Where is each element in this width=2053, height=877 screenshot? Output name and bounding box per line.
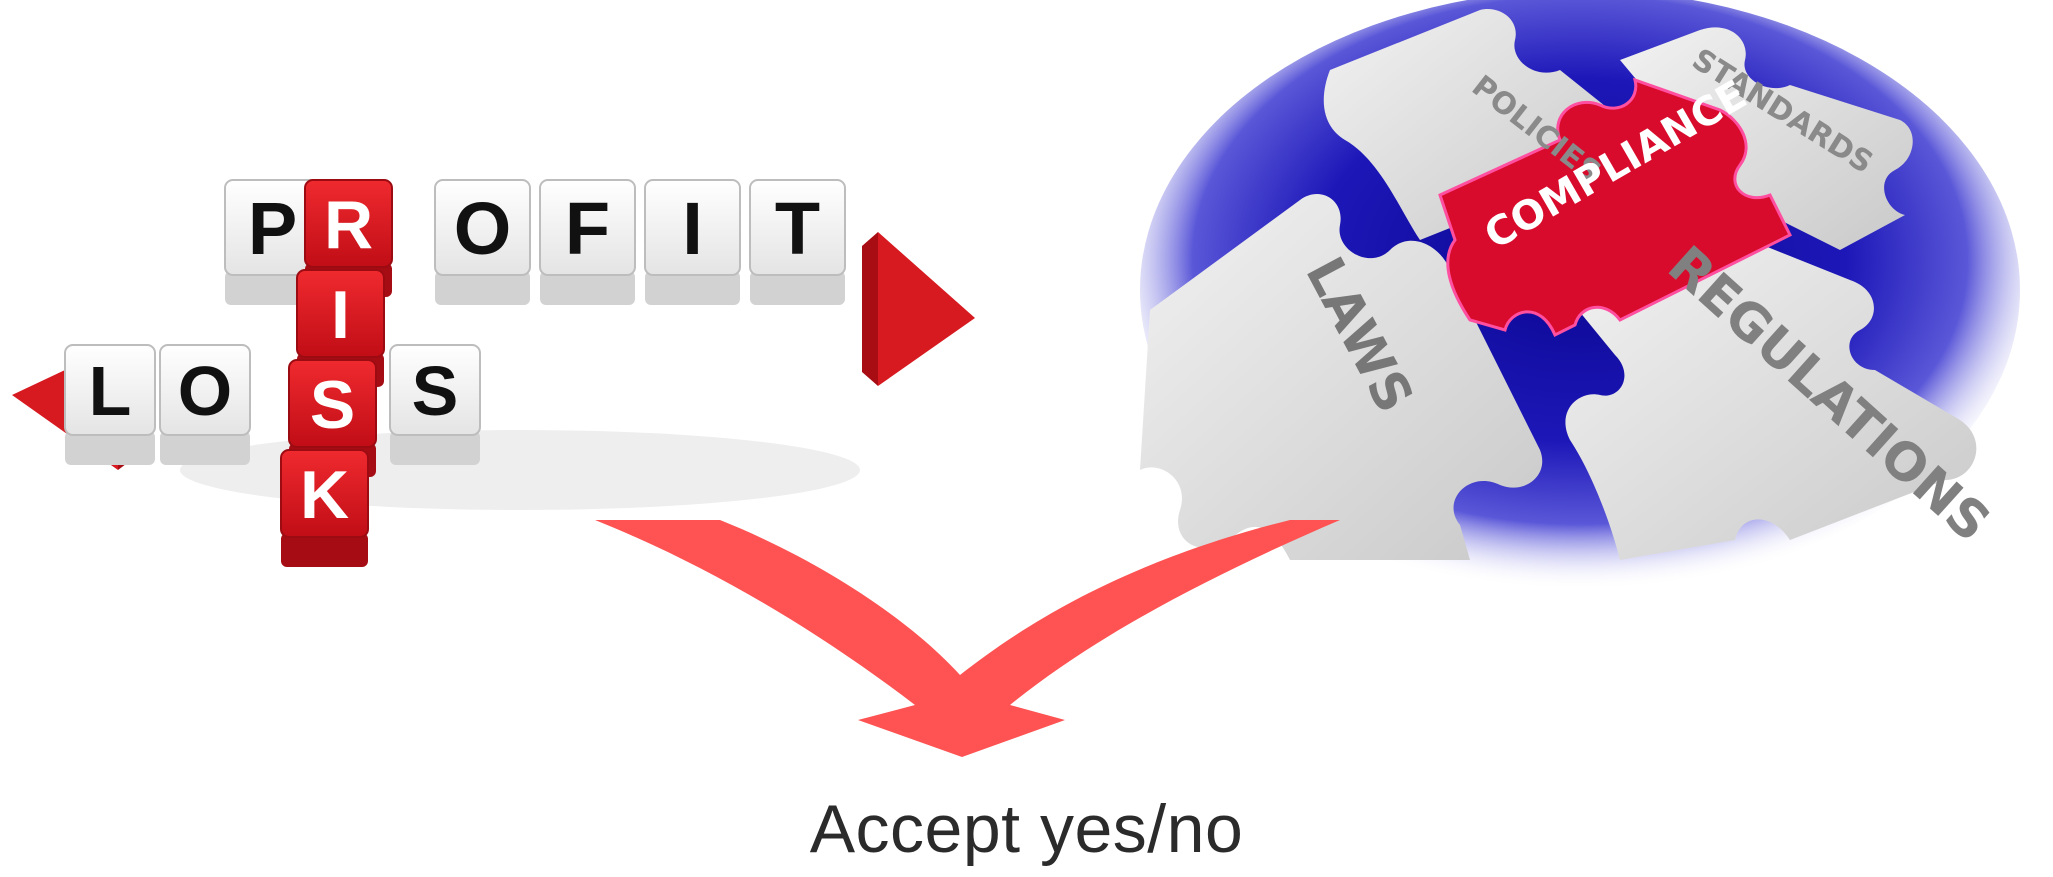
loss-cube-o-1: O bbox=[159, 344, 251, 465]
loss-cube-l-0-letter: L bbox=[89, 352, 132, 430]
profit-cube-i: I bbox=[644, 179, 741, 305]
profit-cube-o: O bbox=[434, 179, 531, 305]
standards-piece bbox=[1620, 27, 1913, 251]
risk-cube-k-letter: K bbox=[300, 457, 349, 533]
profit-cube-p-letter: P bbox=[248, 187, 297, 270]
risk-cube-s-letter: S bbox=[310, 367, 355, 443]
laws-piece bbox=[1140, 194, 1543, 560]
loss-cube-l-0: L bbox=[64, 344, 156, 465]
loss-cube-s-3-letter: S bbox=[412, 352, 459, 430]
compliance-piece bbox=[1438, 77, 1793, 338]
policies-piece bbox=[1323, 9, 1610, 240]
loss-cube-o-1-letter: O bbox=[178, 352, 232, 430]
profit-cube-i-letter: I bbox=[682, 187, 703, 270]
profit-cube-f-letter: F bbox=[565, 187, 610, 270]
profit-arrow-icon bbox=[878, 232, 975, 386]
regulations-piece bbox=[1565, 240, 1977, 560]
caption-text: Accept yes/no bbox=[809, 791, 1244, 867]
profit-cube-f: F bbox=[539, 179, 636, 305]
risk-cube-r-letter: R bbox=[324, 187, 373, 263]
profit-cube-o-letter: O bbox=[454, 187, 512, 270]
loss-cube-s-3: S bbox=[389, 344, 481, 465]
risk-cube-k: K bbox=[280, 449, 369, 567]
profit-cube-t: T bbox=[749, 179, 846, 305]
risk-cube-i-letter: I bbox=[331, 277, 350, 353]
compliance-puzzle-image: POLICIES STANDARDS COMPLIANCE LAWS REGUL… bbox=[1140, 0, 2020, 590]
profit-cube-t-letter: T bbox=[775, 187, 820, 270]
decision-arrow-icon bbox=[595, 520, 1340, 757]
